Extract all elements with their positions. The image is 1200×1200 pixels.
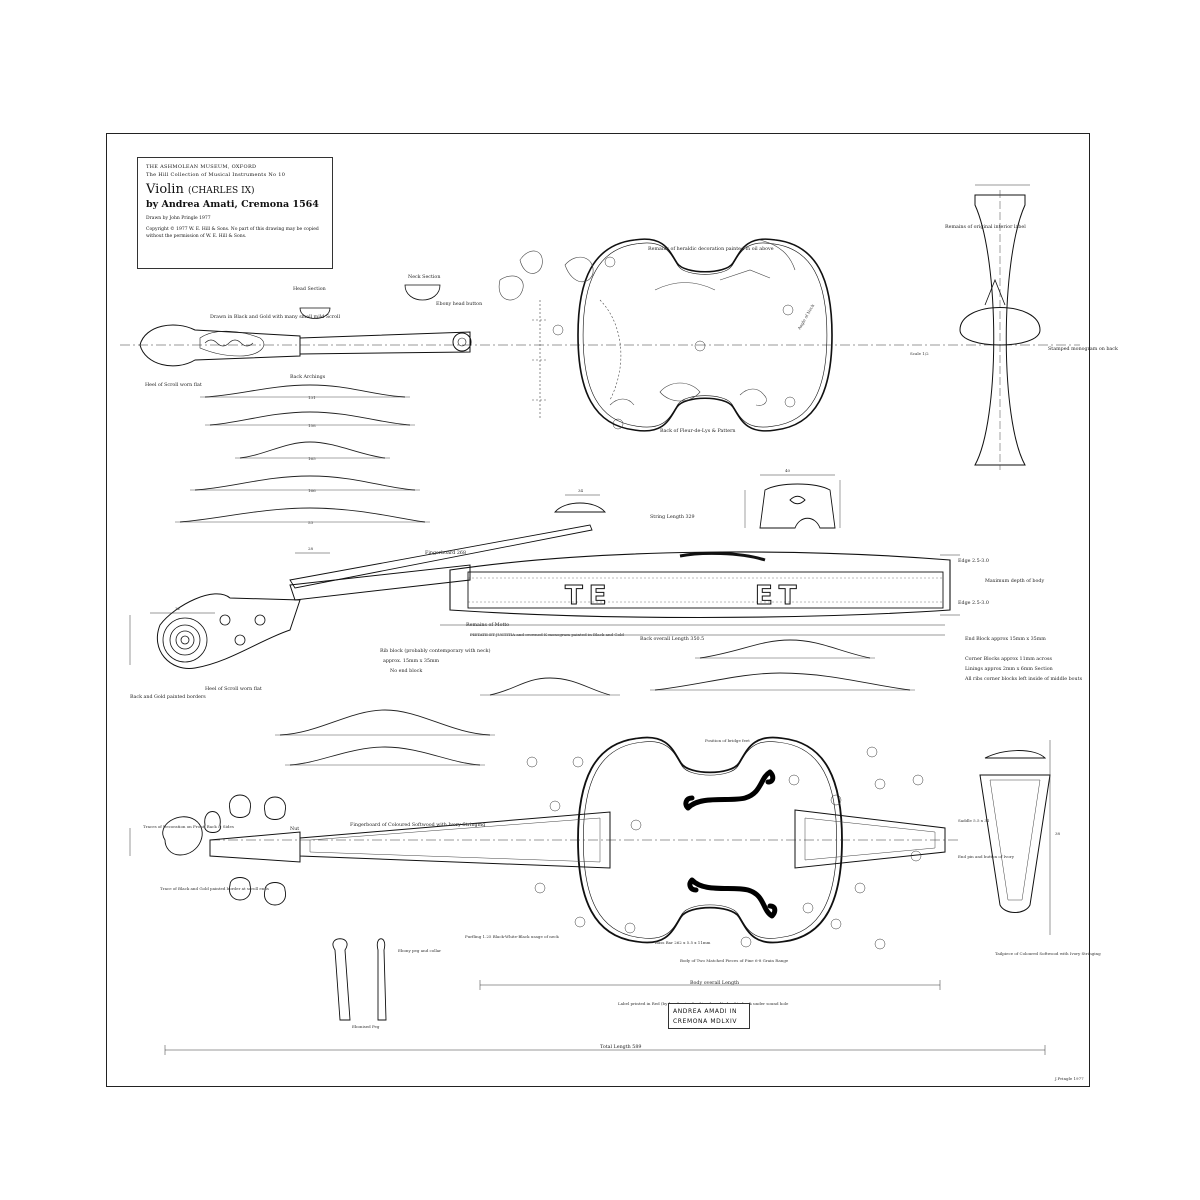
- bass-bar-label: Bass Bar 262 x 5.5 x 11mm: [655, 940, 711, 945]
- no-end-block-label: No end block: [390, 668, 422, 674]
- corner-blocks-label: Corner Blocks approx 11mm across: [965, 656, 1052, 662]
- painted-borders-label: Back and Gold painted borders: [130, 694, 206, 700]
- fingerboard-length-label: Fingerboard 268: [425, 550, 466, 556]
- linings-label: Linings approx 2mm x 6mm Section: [965, 666, 1053, 672]
- dim-38: 38: [1055, 831, 1061, 836]
- end-pin-label: End pin and button of Ivory: [958, 854, 1015, 859]
- dim-158: 158: [308, 423, 316, 428]
- label-facsimile: ANDREA AMADI IN CREMONA MDLXIV: [668, 1003, 750, 1029]
- label-line-1: ANDREA AMADI IN: [673, 1008, 738, 1015]
- nut-label: Nut: [290, 826, 299, 832]
- back-archings-label: Back Archings: [290, 374, 326, 380]
- copyright-note: Copyright © 1977 W. E. Hill & Sons. No p…: [146, 227, 319, 239]
- saddle-label: Saddle 5.5 x 31: [958, 818, 989, 823]
- instrument-nickname: (CHARLES IX): [187, 186, 255, 196]
- front-archings: [275, 639, 915, 766]
- linings-note-label: All ribs corner blocks left inside of mi…: [964, 676, 1083, 682]
- title-block: THE ASHMOLEAN MUSEUM, OXFORD The Hill Co…: [137, 157, 333, 269]
- dim-28: 28: [308, 546, 314, 551]
- lower-f-hole: [687, 877, 778, 919]
- neck-section-label: Head Section: [293, 286, 326, 292]
- bridge-detail: [554, 480, 841, 529]
- remains-decoration-label: Remains of heraldic decoration painted i…: [648, 246, 774, 252]
- traces-decoration-label: Traces of Decoration on Front, Back & Si…: [143, 824, 234, 829]
- ebony-peg-collar-label: Ebony peg and collar: [398, 948, 441, 953]
- total-length-label: Total Length 589: [600, 1044, 641, 1050]
- museum-name: THE ASHMOLEAN MUSEUM, OXFORD: [146, 164, 257, 170]
- labels: Neck Section Head Section Ebony head but…: [130, 224, 1118, 1081]
- pietate-note: PIETATE ET JUSTITIA and crowned K monogr…: [470, 632, 624, 637]
- upper-f-hole: [683, 769, 776, 811]
- bridge-position-label: Position of bridge feet: [705, 738, 750, 743]
- edge-label-2: Edge 2.5-3.0: [958, 600, 989, 606]
- edge-label-1: Edge 2.5-3.0: [958, 558, 989, 564]
- block-dims-label: approx. 15mm x 35mm: [383, 658, 440, 664]
- side-view: TE ET: [156, 524, 951, 669]
- drawn-by: Drawn by John Pringle 1977: [146, 216, 211, 221]
- rib-block-label: Rib block (probably contemporary with ne…: [380, 647, 491, 654]
- purfling-label: Purfling 1.25 Black-White-Black usage of…: [465, 934, 559, 939]
- collection-name: The Hill Collection of Musical Instrumen…: [146, 172, 286, 178]
- heel-worn-label: Heel of Scroll worn flat: [205, 686, 262, 692]
- ebonised-peg-label: Ebonised Peg: [352, 1024, 380, 1029]
- front-view: [162, 736, 1051, 1021]
- body-table-label: Body of Two Matched Pieces of Pine 6-8 G…: [680, 958, 789, 963]
- stencil-letters-left: TE: [565, 581, 613, 611]
- head-section-label: Neck Section: [408, 274, 440, 280]
- stamped-marks-label: Stamped monogram on back: [1048, 346, 1118, 352]
- drawn-scroll-note: Drawn in Black and Gold with many small …: [210, 314, 341, 320]
- remains-label-note: Remains of original interior label: [945, 224, 1026, 230]
- dim-166: 166: [308, 488, 316, 493]
- max-depth-label: Maximum depth of body: [985, 578, 1044, 584]
- scale-label: Scale 1/2: [910, 351, 929, 356]
- dim-53: 53: [308, 520, 314, 525]
- remains-motto-label: Remains of Motto: [466, 622, 509, 628]
- body-length-label: Body overall Length: [690, 980, 739, 986]
- traces-black-gold-label: Trace of Black and Gold painted border a…: [160, 886, 269, 891]
- dim-34: 34: [578, 488, 584, 493]
- back-archings: [175, 384, 430, 523]
- tailpiece-label: Tailpiece of Coloured Softwood with Ivor…: [995, 951, 1101, 956]
- fingerboard-material-label: Fingerboard of Coloured Softwood with Iv…: [350, 822, 485, 828]
- ebony-head-button-label: Ebony head button: [436, 301, 482, 307]
- dim-40: 40: [785, 468, 791, 473]
- back-length-label: Back overall Length 350.5: [640, 636, 704, 642]
- maker-line: by Andrea Amati, Cremona 1564: [146, 199, 319, 210]
- instrument-name: Violin: [146, 182, 184, 197]
- back-decoration-label: Back of Fleur-de-Lys & Pattern: [660, 428, 735, 434]
- angle-of-neck-label: Angle of Neck: [796, 303, 815, 332]
- dim-131: 131: [308, 395, 316, 400]
- stencil-letters-right: ET: [755, 581, 803, 611]
- signature: J.Pringle 1977: [1054, 1076, 1084, 1081]
- heel-scroll-label: Heel of Scroll worn flat: [145, 382, 202, 388]
- string-length-label: String Length 329: [650, 514, 695, 520]
- end-block-label: End Block approx 15mm x 35mm: [965, 636, 1046, 642]
- label-line-2: CREMONA MDLXIV: [673, 1018, 738, 1025]
- dim-32: 32: [175, 606, 181, 611]
- drawing-frame: [106, 133, 1090, 1087]
- dim-165: 165: [308, 456, 316, 461]
- instrument-title: Violin (CHARLES IX): [146, 183, 324, 198]
- dimension-lines: [129, 184, 1051, 1055]
